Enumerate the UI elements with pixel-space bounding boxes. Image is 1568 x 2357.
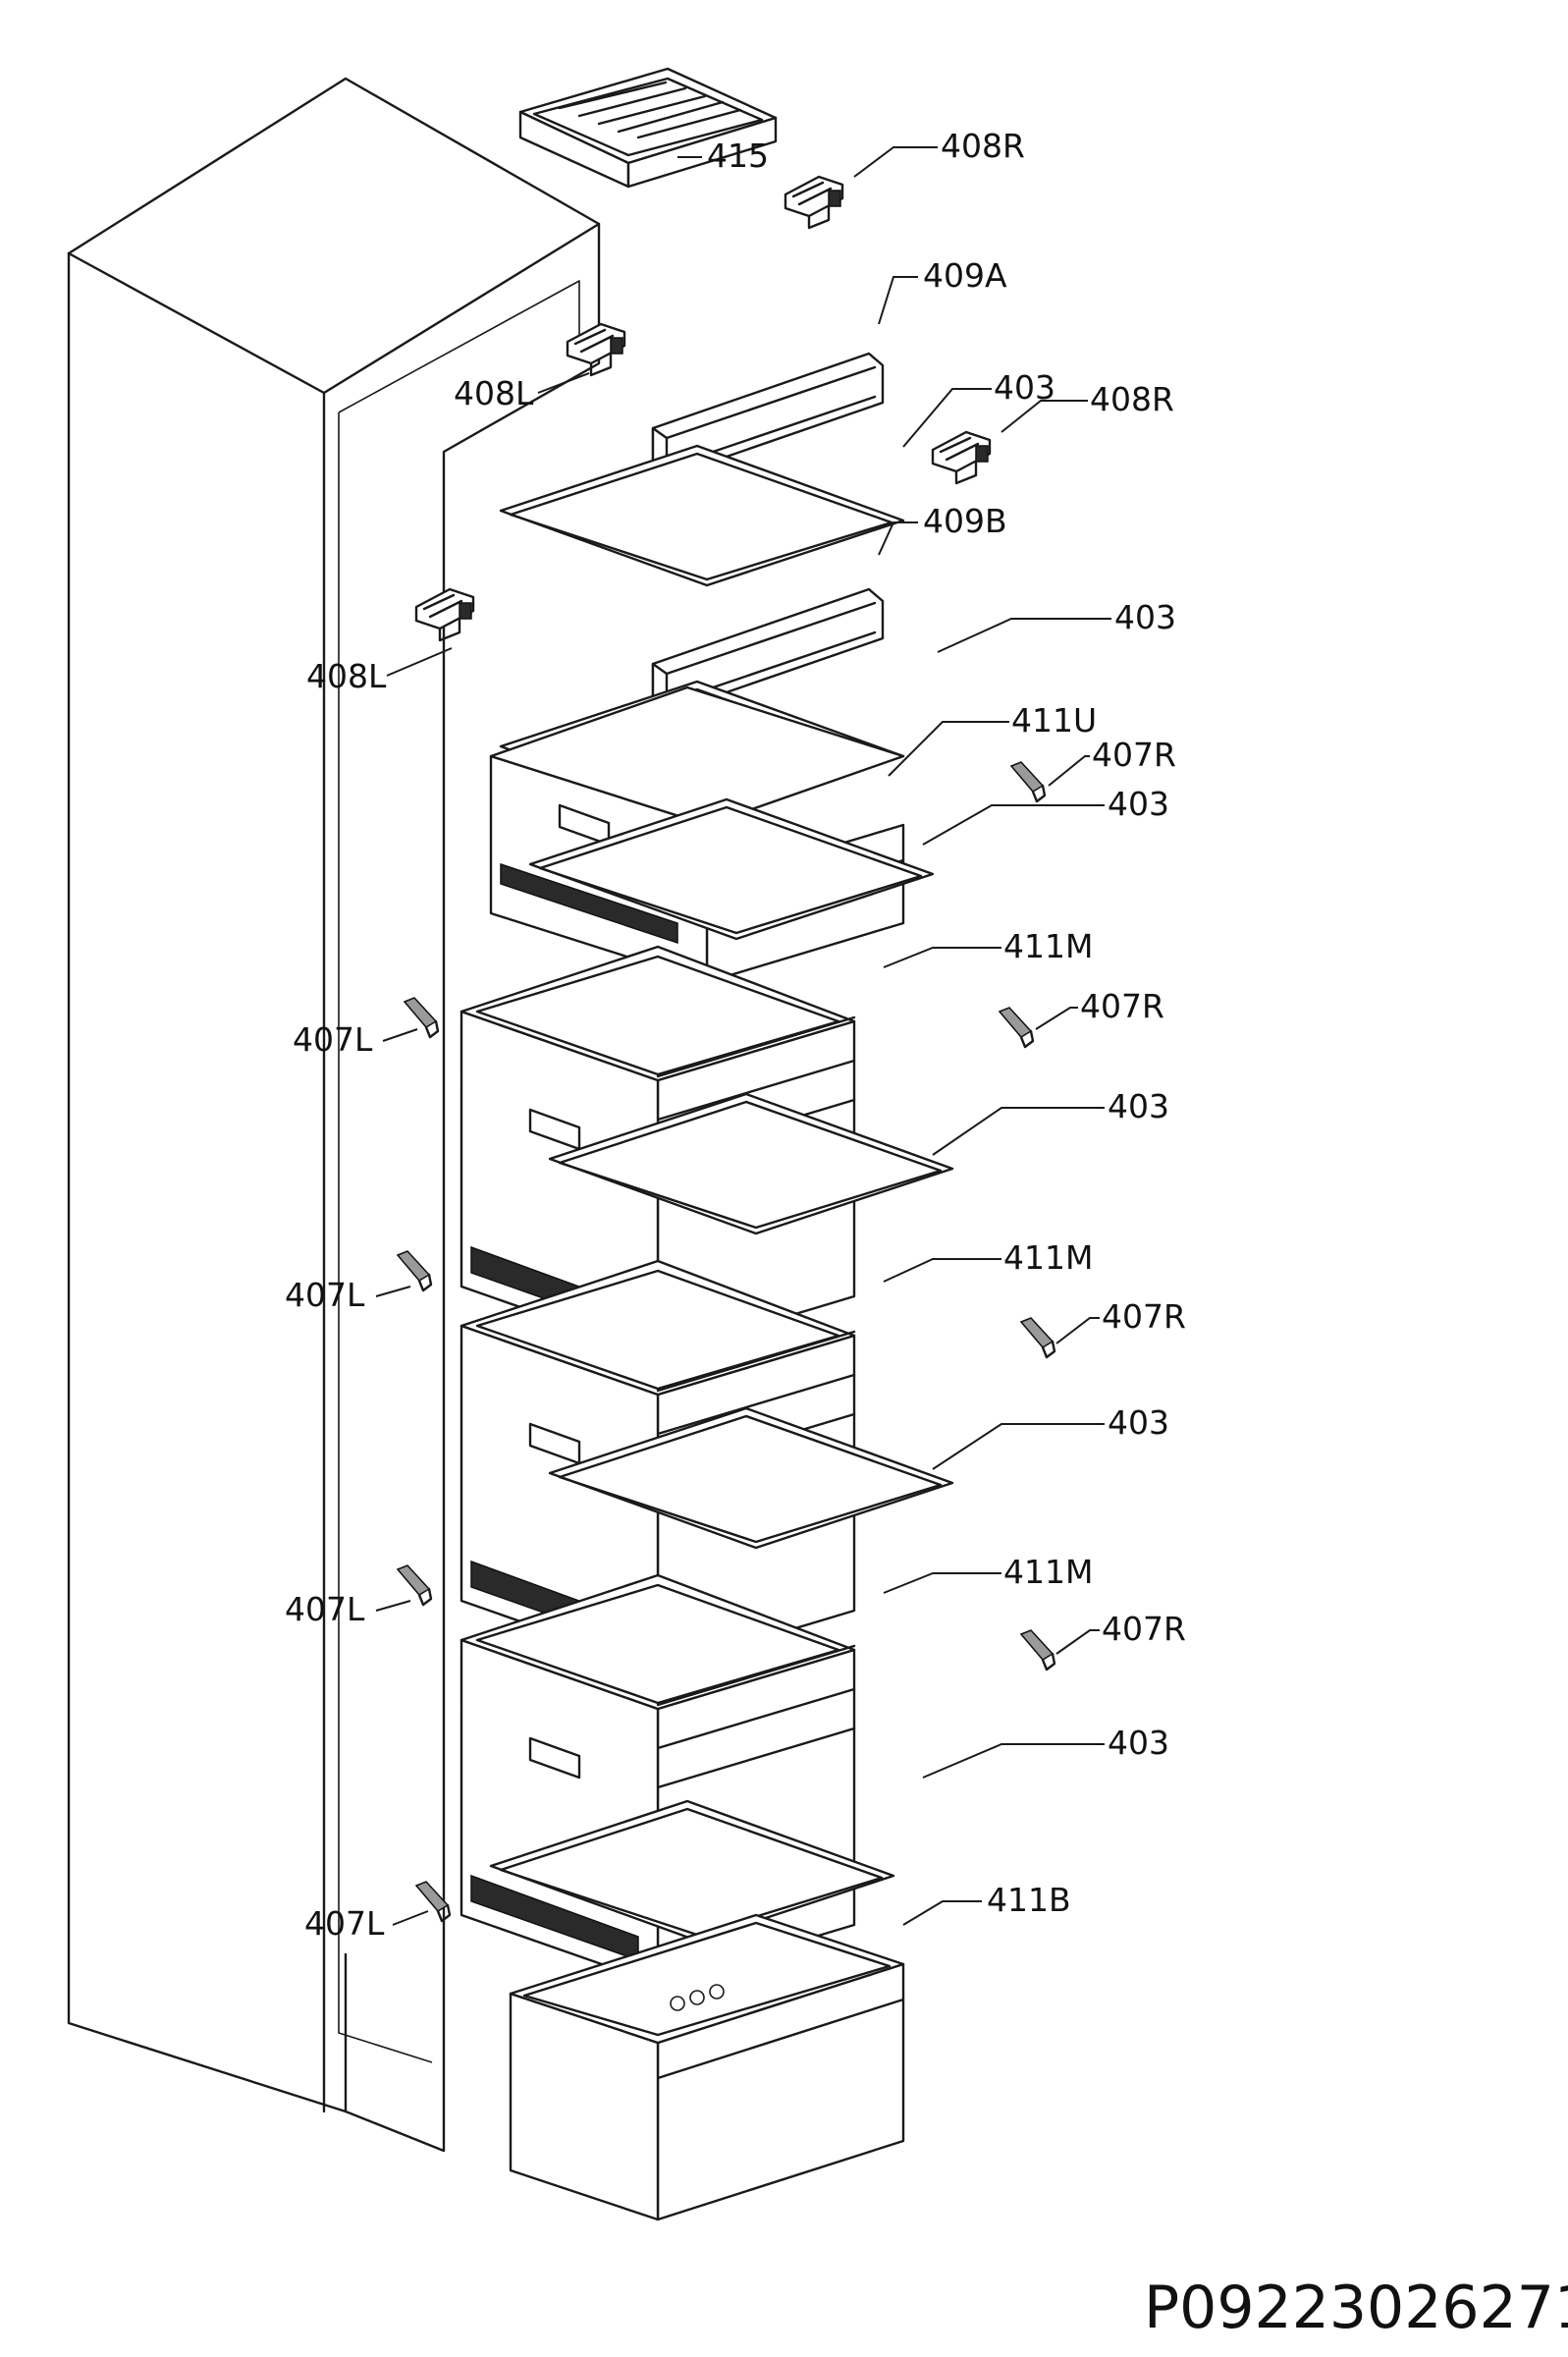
label-403-e: 403 [1108, 1403, 1169, 1442]
label-411B: 411B [987, 1881, 1071, 1919]
label-408R-b: 408R [1090, 380, 1174, 418]
label-407L-d: 407L [304, 1904, 385, 1943]
part-407R-bracket-b [998, 1006, 1035, 1049]
label-411M-c: 411M [1003, 1553, 1093, 1591]
label-408R-a: 408R [941, 127, 1025, 165]
label-409B: 409B [923, 502, 1007, 540]
part-407L-bracket-b [396, 1249, 433, 1292]
fridge-cabinet [67, 77, 601, 2153]
part-411B-drawer-bottom [509, 1913, 905, 2221]
label-407R-b: 407R [1080, 987, 1164, 1025]
label-407L-b: 407L [285, 1276, 365, 1314]
label-407R-c: 407R [1102, 1297, 1186, 1336]
label-407L-c: 407L [285, 1590, 365, 1628]
part-407R-bracket-a [1009, 760, 1047, 803]
label-407R-a: 407R [1092, 736, 1176, 774]
part-403-shelf-a [499, 444, 905, 587]
label-411M-b: 411M [1003, 1238, 1093, 1277]
label-407L-a: 407L [293, 1020, 373, 1059]
part-407R-bracket-d [1019, 1628, 1056, 1672]
label-403-f: 403 [1108, 1724, 1169, 1762]
part-408R-clip-a [784, 175, 844, 230]
label-411U: 411U [1011, 701, 1097, 740]
part-408L-clip-a [566, 322, 626, 377]
label-409A: 409A [923, 256, 1007, 295]
label-407R-d: 407R [1102, 1610, 1186, 1648]
label-415: 415 [707, 137, 769, 175]
part-407R-bracket-c [1019, 1316, 1056, 1359]
label-408L-a: 408L [454, 374, 534, 412]
part-407L-bracket-c [396, 1563, 433, 1607]
label-403-c: 403 [1108, 785, 1169, 823]
label-403-d: 403 [1108, 1087, 1169, 1125]
document-id: P09223026271 [1144, 2274, 1568, 2342]
label-403-b: 403 [1114, 598, 1176, 636]
label-408L-b: 408L [306, 657, 387, 695]
part-408R-clip-b [931, 430, 992, 485]
label-411M-a: 411M [1003, 927, 1093, 965]
part-415-tray [518, 67, 778, 189]
